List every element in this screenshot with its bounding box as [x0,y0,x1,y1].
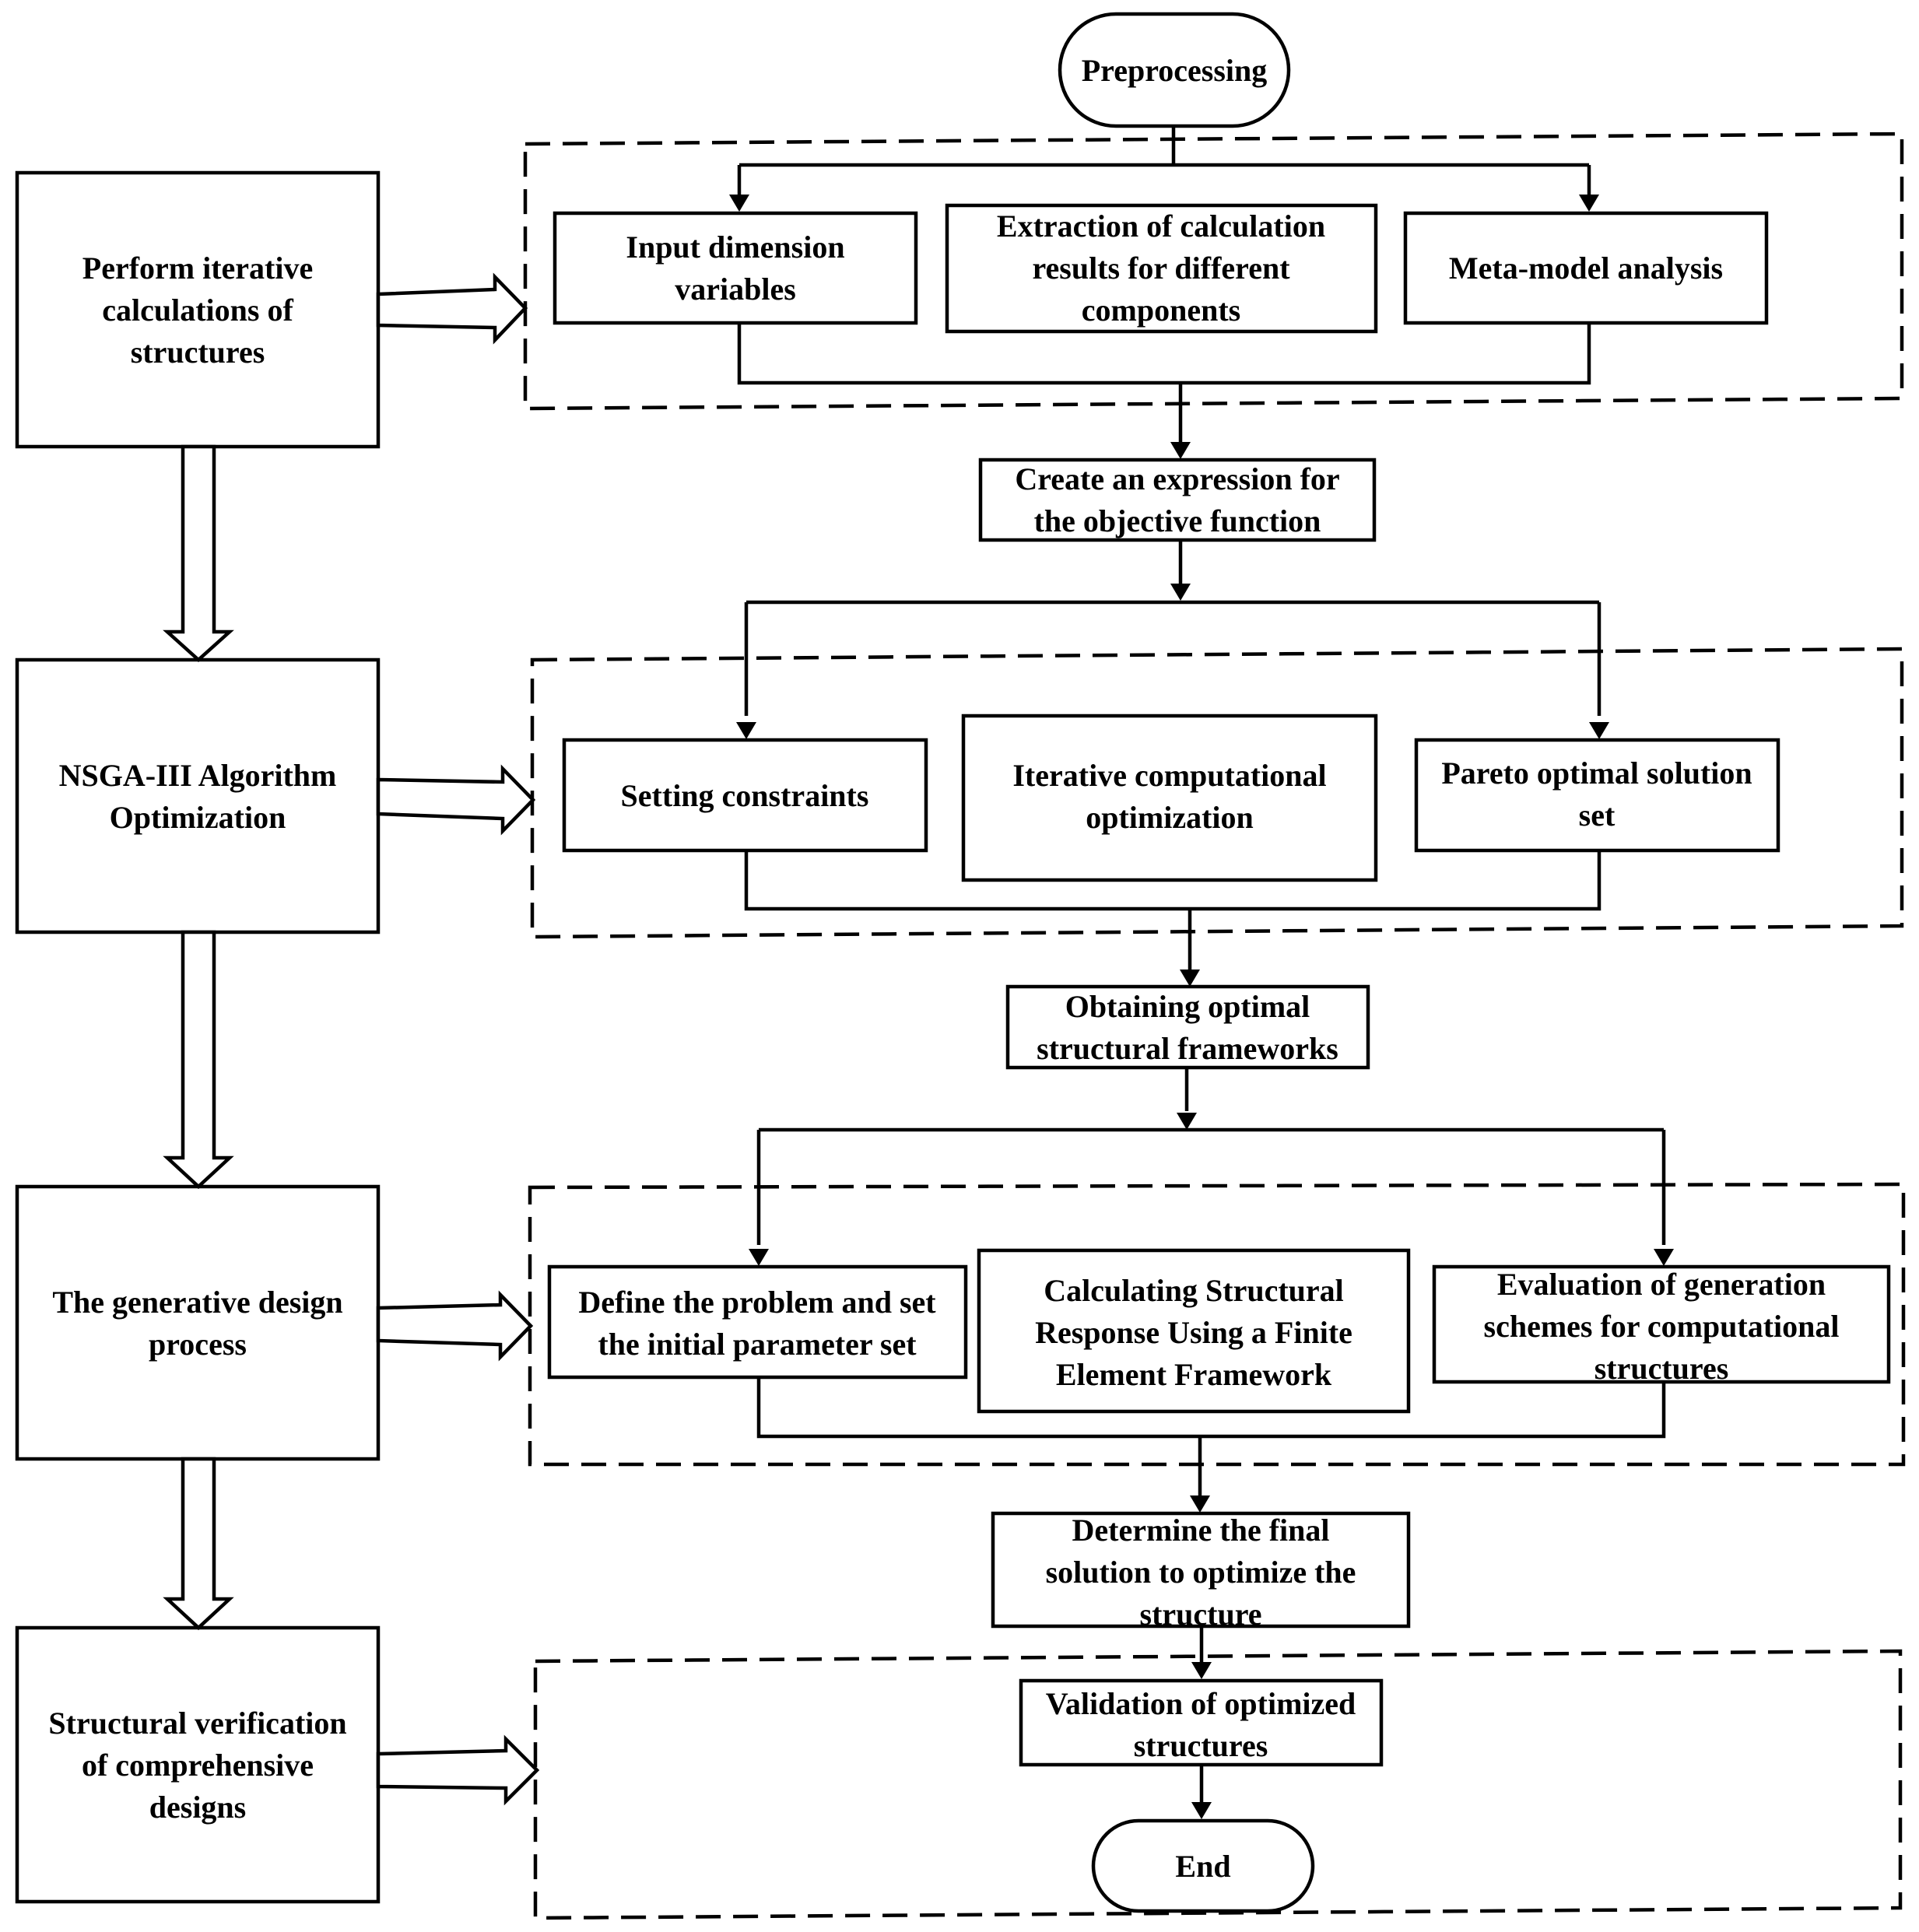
extraction-label-line: results for different [1032,251,1290,286]
start-terminal [1058,12,1291,128]
iterative-optimization-label-line: Iterative computational [1012,758,1326,793]
stage-box-4 [15,1625,381,1904]
objective-box [978,458,1377,542]
stage-label-4-line: Structural verification [48,1706,346,1741]
extraction-label-line: components [1082,293,1240,328]
optimal-frameworks-label: Obtaining optimal structural frameworks [1037,989,1338,1066]
group-frame-2 [530,647,1904,939]
evaluation-label-line: Evaluation of generation [1497,1267,1826,1302]
stage-box-1 [15,170,381,449]
end-terminal [1091,1818,1315,1913]
block-arrow-right-1 [376,272,528,345]
start-label-line: Preprocessing [1082,53,1268,88]
extraction-label: Extraction of calculation results for dif… [997,209,1325,328]
validation-label-line: structures [1134,1728,1268,1763]
evaluation-box [1432,1264,1891,1384]
final-solution-label: Determine the final solution to optimize … [1046,1513,1356,1632]
stage-label-3-line: process [149,1327,247,1362]
stage-box-2 [15,657,381,934]
start-label: Preprocessing [1082,53,1268,88]
validation-box [1019,1678,1384,1767]
group-frame-4 [533,1649,1903,1920]
stage-label-1-line: calculations of [102,293,293,328]
stage-label-4-line: designs [149,1790,247,1825]
evaluation-label: Evaluation of generation schemes for comp… [1484,1267,1840,1386]
evaluation-label-line: structures [1594,1351,1729,1386]
stage-label-4-line: of comprehensive [82,1748,314,1783]
final-solution-label-line: Determine the final [1072,1513,1329,1548]
iterative-optimization-label: Iterative computational optimization [1012,758,1326,835]
optimal-frameworks-box [1005,984,1370,1070]
iterative-optimization-label-line: optimization [1086,800,1254,835]
constraints-box [562,738,928,853]
pareto-label-line: Pareto optimal solution [1441,756,1752,791]
fem-label-line: Calculating Structural [1044,1273,1344,1308]
iterative-optimization-box [961,714,1378,882]
input-dimension-label: Input dimension variables [626,230,844,307]
meta-model-box [1403,211,1769,325]
pareto-label: Pareto optimal solution set [1441,756,1752,833]
final-solution-label-line: structure [1140,1597,1262,1632]
fem-label-line: Element Framework [1056,1357,1332,1392]
objective-label: Create an expression for the objective fu… [1015,461,1339,538]
optimal-frameworks-label-line: Obtaining optimal [1065,989,1310,1024]
stage-label-4: Structural verification of comprehensive d… [48,1706,346,1825]
define-problem-label-line: Define the problem and set [578,1285,936,1320]
define-problem-label: Define the problem and set the initial pa… [578,1285,936,1362]
input-dimension-label-line: variables [675,272,796,307]
group-frame-3 [528,1182,1906,1467]
block-arrow-right-3 [376,1290,534,1362]
extraction-label-line: Extraction of calculation [997,209,1325,244]
input-dimension-box [553,211,918,325]
stage-label-3-line: The generative design [52,1285,342,1320]
stage-box-3 [15,1184,381,1461]
meta-model-label-line: Meta-model analysis [1449,251,1723,286]
stage-label-1: Perform iterative calculations of structur… [82,251,313,370]
arrow-heads [729,195,1674,1819]
optimal-frameworks-label-line: structural frameworks [1037,1031,1338,1066]
evaluation-label-line: schemes for computational [1484,1309,1840,1344]
block-arrow-right-4 [376,1734,540,1806]
validation-label-line: Validation of optimized [1046,1686,1356,1721]
pareto-box [1414,738,1780,853]
validation-label: Validation of optimized structures [1046,1686,1356,1763]
objective-label-line: Create an expression for [1015,461,1339,496]
constraints-label: Setting constraints [621,778,869,813]
meta-model-label: Meta-model analysis [1449,251,1723,286]
stage-label-2-line: NSGA-III Algorithm [59,758,337,793]
block-arrow-down-2 [163,930,234,1190]
stage-label-2-line: Optimization [110,800,286,835]
define-problem-label-line: the initial parameter set [598,1327,917,1362]
block-arrow-down-3 [163,1457,234,1631]
extraction-box [945,203,1378,334]
block-arrow-right-2 [376,764,536,836]
constraints-label-line: Setting constraints [621,778,869,813]
objective-label-line: the objective function [1034,503,1321,538]
group-frame-1 [523,131,1904,411]
stage-label-1-line: Perform iterative [82,251,313,286]
input-dimension-label-line: Input dimension [626,230,844,265]
final-solution-box [991,1511,1411,1629]
block-arrow-down-1 [163,444,234,663]
end-label: End [1175,1849,1230,1884]
fem-label-line: Response Using a Finite [1035,1315,1352,1350]
fem-box [977,1248,1411,1414]
final-solution-label-line: solution to optimize the [1046,1555,1356,1590]
connectors [737,126,1666,1802]
define-problem-box [547,1264,968,1380]
pareto-label-line: set [1579,798,1616,833]
end-label-line: End [1175,1849,1230,1884]
stage-label-3: The generative design process [52,1285,342,1362]
stage-label-1-line: structures [131,335,265,370]
